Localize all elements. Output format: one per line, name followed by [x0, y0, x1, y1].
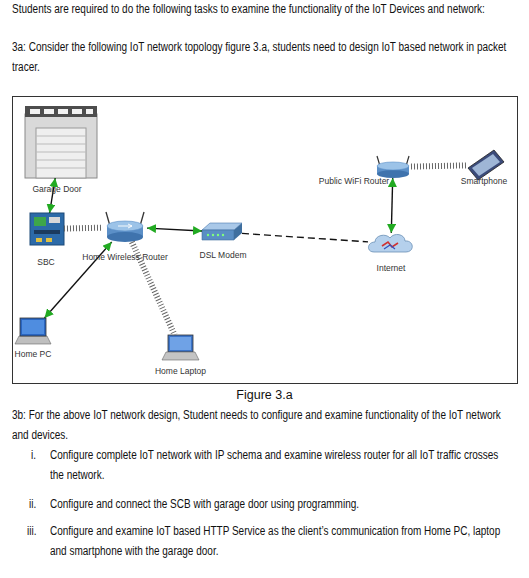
internet-cloud-icon: [384, 245, 395, 249]
garage-icon: [36, 144, 86, 145]
dsl-modem-icon: [207, 234, 209, 236]
garage-icon: [58, 109, 68, 114]
wireless-link: [64, 228, 103, 229]
sbc-icon: [34, 230, 60, 234]
cable-link: [147, 228, 202, 231]
device-label: Smartphone: [461, 176, 507, 186]
figure-frame: [13, 97, 518, 384]
internet-cloud-icon: [368, 234, 412, 252]
device-label: Home PC: [15, 349, 52, 359]
list-item: Configure complete IoT network with IP s…: [50, 446, 510, 485]
device-node: DSL Modem: [202, 223, 242, 241]
list-item: Configure and examine IoT based HTTP Ser…: [50, 522, 510, 561]
smartphone-icon: [472, 154, 500, 176]
home-pc-icon: [15, 318, 51, 344]
garage-icon: [36, 152, 86, 153]
home-router-icon: [107, 232, 143, 242]
sbc-icon: [30, 213, 64, 245]
device-node: Home Laptop: [162, 335, 199, 360]
garage-icon: [36, 160, 86, 161]
garage-icon: [36, 168, 86, 169]
dsl-modem-icon: [234, 223, 242, 240]
sbc-icon: [49, 217, 60, 223]
home-router-icon: [107, 221, 143, 231]
sbc-icon: [46, 238, 52, 242]
internet-cloud-icon: [368, 234, 412, 252]
device-node: SBC: [30, 213, 64, 245]
sbc-icon: [34, 217, 46, 226]
garage-icon: [25, 114, 97, 178]
smartphone-icon: [468, 150, 504, 180]
device-label: Home Laptop: [155, 366, 206, 376]
device-label: Public WiFi Router: [319, 176, 389, 186]
device-label: Internet: [377, 263, 406, 273]
device-node: Home PC: [15, 318, 51, 344]
sbc-icon: [36, 238, 42, 242]
garage-icon: [86, 109, 93, 114]
home-pc-icon: [20, 318, 46, 336]
public-router-icon: [377, 162, 409, 170]
device-node: Public WiFi Router: [375, 156, 411, 178]
list-number: i.: [31, 446, 51, 466]
task-text: 3b: For the above IoT network design, St…: [12, 406, 517, 445]
device-node: Smartphone: [466, 150, 504, 180]
dsl-modem-icon: [222, 234, 224, 236]
garage-icon: [44, 109, 54, 114]
cable-link: [50, 178, 56, 213]
home-router-icon: [118, 224, 132, 228]
laptop-icon: [168, 335, 193, 352]
list-number: iii.: [27, 522, 49, 542]
device-label: SBC: [37, 257, 54, 267]
public-router-icon: [377, 156, 409, 178]
laptop-icon: [162, 352, 199, 360]
device-label: Garage Door: [32, 184, 81, 194]
sbc-icon: [30, 213, 64, 245]
garage-icon: [25, 106, 97, 178]
dsl-modem-icon: [217, 234, 219, 236]
device-node: Internet: [368, 233, 414, 254]
intro-text: Students are required to do the followin…: [12, 0, 517, 20]
device-label: DSL Modem: [200, 250, 247, 260]
list-number: ii.: [29, 495, 49, 515]
figure-caption: Figure 3.a: [0, 386, 529, 406]
dsl-link: [242, 233, 368, 242]
device-node: Home Wireless Router: [103, 212, 147, 242]
smartphone-icon: [468, 150, 504, 180]
garage-icon: [72, 109, 82, 114]
garage-icon: [36, 136, 86, 137]
cable-link: [391, 178, 392, 233]
dsl-modem-icon: [212, 234, 214, 236]
home-pc-icon: [15, 336, 51, 344]
garage-icon: [36, 128, 86, 178]
task-text: 3a: Consider the following IoT network t…: [12, 38, 517, 77]
garage-icon: [30, 109, 40, 114]
home-router-icon: [106, 212, 144, 242]
device-label: Home Wireless Router: [82, 252, 168, 262]
laptop-icon: [162, 335, 199, 360]
laptop-icon: [170, 337, 191, 350]
home-pc-icon: [22, 320, 44, 334]
dsl-modem-icon: [202, 223, 242, 240]
wireless-link: [411, 165, 466, 166]
dsl-modem-icon: [202, 230, 234, 240]
list-item: Configure and connect the SCB with garag…: [50, 495, 510, 515]
device-node: Garage Door: [25, 106, 97, 178]
garage-icon: [25, 106, 97, 117]
